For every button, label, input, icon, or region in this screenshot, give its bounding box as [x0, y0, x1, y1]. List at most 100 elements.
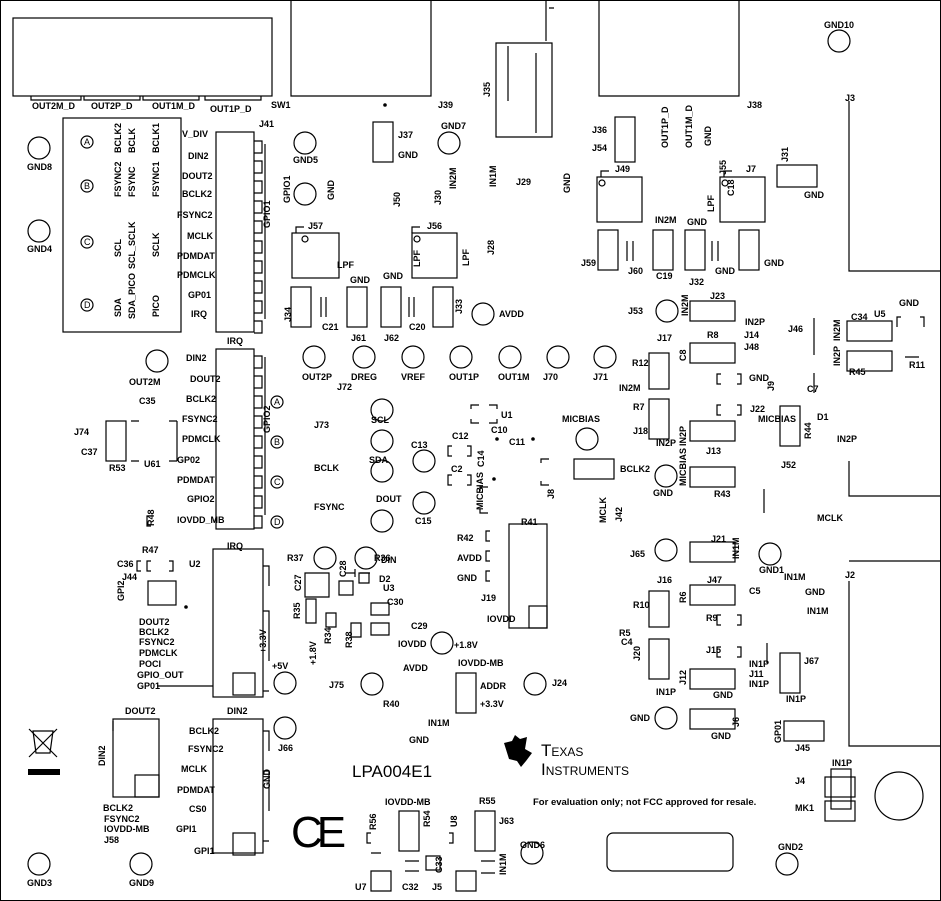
- j5-j4: [830, 768, 852, 810]
- silk-label: IRQ: [227, 336, 244, 346]
- silk-label: FSYNC: [314, 502, 345, 512]
- c5: [716, 614, 742, 626]
- weee-bar: [28, 769, 60, 775]
- silk-label: GND: [805, 587, 825, 597]
- silk-label: GND4: [27, 244, 53, 254]
- j67: [689, 708, 736, 730]
- silk-label: J62: [384, 333, 400, 343]
- silk-label: MCLK: [187, 231, 213, 241]
- in2p-tp: [654, 464, 678, 488]
- silk-label: OUT2P: [302, 372, 333, 382]
- gnd1-tp: [758, 542, 782, 566]
- c30: [325, 612, 337, 628]
- plus18v-tp: [360, 672, 384, 696]
- j39-outline: [290, 1, 432, 97]
- j21: [648, 590, 670, 628]
- silk-label: GND: [350, 275, 370, 285]
- in1p-tp: [654, 706, 678, 730]
- silk-label: C33: [434, 856, 444, 873]
- plus33v-tp: [313, 546, 337, 570]
- silk-label: R11: [909, 360, 926, 370]
- dout-tp: [412, 449, 436, 473]
- c12: [447, 474, 472, 486]
- header-pin: [254, 220, 263, 234]
- u2-ic: [147, 580, 177, 606]
- j38-outline: [598, 1, 740, 97]
- j16: [689, 584, 736, 606]
- silk-label: FSYNC2: [177, 210, 213, 220]
- silk-label: BCLK2: [139, 627, 170, 637]
- silk-label: J70: [543, 372, 559, 382]
- silk-label: GND9: [129, 878, 155, 888]
- signal-group-bubble: [270, 395, 284, 409]
- silk-label: GND: [326, 180, 336, 200]
- c33: [405, 860, 419, 872]
- silk-label: BCLK2: [620, 464, 651, 474]
- silk-label: J17: [657, 333, 673, 343]
- silk-label: J5: [432, 882, 443, 892]
- silk-label: C37: [81, 447, 98, 457]
- silk-label: SDA: [369, 455, 389, 465]
- j35-inner: [507, 46, 537, 133]
- silk-label: C11: [509, 437, 526, 447]
- silk-label: BCLK2: [182, 189, 213, 199]
- silk-label: C14: [476, 450, 486, 467]
- silk-label: J75: [329, 680, 345, 690]
- silk-label: GPIO1: [262, 200, 272, 228]
- j37: [372, 121, 394, 163]
- silk-label: IOVDD: [487, 614, 516, 624]
- j45-pin1: [232, 832, 256, 856]
- signal-group-bubble: [80, 235, 94, 249]
- out1p-tp: [546, 345, 570, 369]
- silk-label: GPI2: [116, 580, 126, 601]
- d2: [305, 598, 317, 624]
- label-box: [606, 832, 734, 872]
- silk-label: OUT1M_D: [152, 101, 196, 111]
- silk-label: IN1P: [749, 679, 770, 689]
- ti-logo: [504, 735, 532, 767]
- gnd2-tp: [775, 852, 799, 876]
- gnd7-tp: [437, 131, 461, 155]
- silk-label: J8: [546, 488, 556, 499]
- lpf-pin: [301, 235, 309, 243]
- silk-label: MK1: [795, 803, 815, 813]
- silk-label: IN2P: [837, 434, 858, 444]
- c2: [540, 458, 549, 486]
- silk-label: C18: [726, 179, 736, 196]
- switch-block: [12, 17, 273, 97]
- signal-group-bubble: [80, 179, 94, 193]
- silk-label: J45: [795, 743, 811, 753]
- silk-label: IN1M: [731, 537, 741, 559]
- j63: [398, 810, 420, 852]
- pin1-dot: [492, 477, 496, 481]
- silk-label: MICBIAS: [475, 472, 485, 510]
- j74: [105, 420, 127, 462]
- c10: [447, 445, 472, 457]
- silk-label: DOUT2: [139, 617, 170, 627]
- j35-body: [495, 42, 553, 138]
- silk-label: IN1M: [784, 572, 806, 582]
- silk-label: ADDR: [480, 681, 506, 691]
- silk-label: J46: [788, 324, 804, 334]
- silk-label: SDA: [113, 297, 123, 317]
- silk-label: GND: [262, 769, 272, 789]
- j9: [846, 350, 893, 372]
- silk-label: DIN2: [188, 151, 209, 161]
- j41-header: [215, 131, 255, 333]
- silk-label: C10: [491, 425, 508, 435]
- silk-label: IN1P: [832, 758, 853, 768]
- silk-label: IOVDD-MB: [458, 658, 504, 668]
- avdd-tp: [471, 302, 495, 326]
- pin1-dot: [531, 437, 535, 441]
- silk-label: J53: [628, 306, 644, 316]
- silk-label: OUT1M_D: [684, 104, 694, 148]
- j52: [689, 466, 736, 488]
- header-pin: [254, 140, 263, 154]
- silk-label: J72: [337, 382, 353, 392]
- j46: [846, 320, 893, 342]
- silk-label: IN1M: [488, 165, 498, 187]
- c27: [358, 572, 370, 584]
- silk-label: GND: [562, 173, 572, 193]
- silk-label: C34: [851, 312, 868, 322]
